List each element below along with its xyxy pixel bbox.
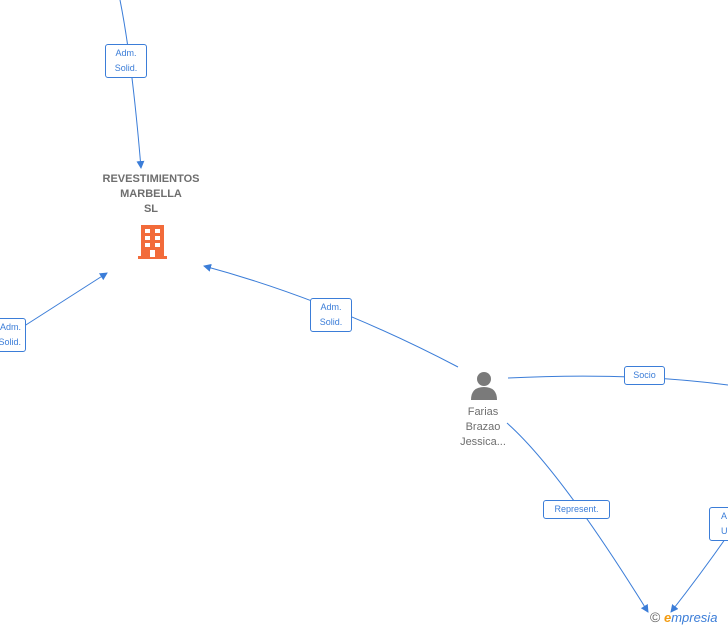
company-name-line: MARBELLA <box>120 188 182 200</box>
person-node-name[interactable]: Farias Brazao Jessica... <box>445 405 521 450</box>
person-icon[interactable] <box>469 370 499 400</box>
person-name-line: Brazao <box>465 421 501 433</box>
copyright-symbol: © <box>650 609 661 625</box>
company-name-line: SL <box>143 203 159 215</box>
edge-label-represent: Represent. <box>543 500 610 519</box>
edge-person-represent <box>506 422 649 613</box>
person-name-line: Jessica... <box>460 436 506 448</box>
edge-label-left: Adm.Solid. <box>0 318 26 352</box>
brand-text: mpresia <box>671 610 718 625</box>
edge-top-to-company <box>119 0 145 169</box>
edge-label-top: Adm.Solid. <box>105 44 147 78</box>
brand-e: e <box>663 610 672 625</box>
edge-person-socio <box>507 375 728 386</box>
edge-label-center: Adm.Solid. <box>310 298 352 332</box>
brand-logo: © empresia <box>650 609 717 629</box>
edge-label-socio: Socio <box>624 366 665 385</box>
person-name-line: Farias <box>467 406 499 418</box>
building-icon[interactable] <box>136 223 169 259</box>
company-name-line: REVESTIMIENTOS <box>102 173 200 185</box>
edge-left-to-company <box>17 272 108 331</box>
company-node-name[interactable]: REVESTIMIENTOS MARBELLA SL <box>90 172 212 217</box>
edge-right-to-bottom <box>670 534 728 613</box>
edge-label-right: AUr <box>709 507 728 541</box>
